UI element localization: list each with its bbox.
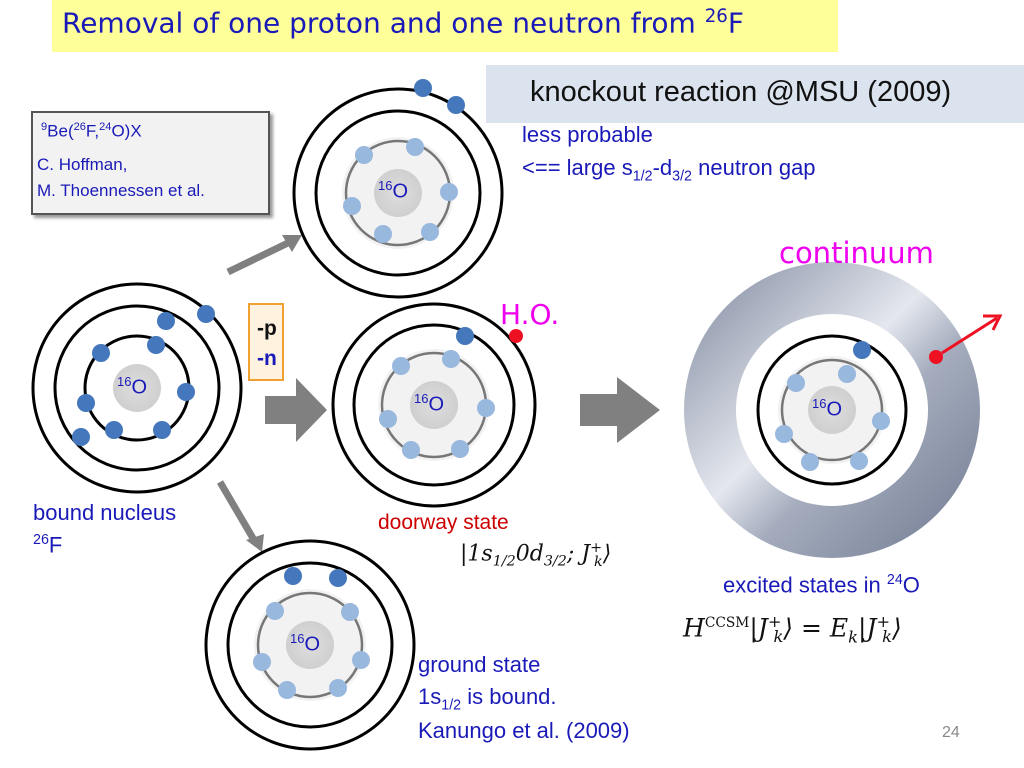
nucleon [153,421,171,439]
nucleon [147,336,165,354]
nucleon [253,653,271,671]
nucleon [379,410,397,428]
nucleon [77,394,95,412]
nucleon [374,225,392,243]
less-probable-label: less probable [522,122,653,147]
ground-state-label: ground state [418,652,541,677]
nucleon [853,341,871,359]
core-label-top: 16O [378,178,409,203]
nucleon [157,312,175,330]
reference-author-1: C. Hoffman, [37,155,128,174]
nucleon [329,569,347,587]
core-label-f26: 16O [117,374,148,399]
nucleon [850,452,868,470]
nucleon [451,440,469,458]
reaction-notation: 9Be(26F,24O)X [41,121,142,141]
nucleon [442,350,460,368]
nucleon [406,138,424,156]
doorway-state-label: doorway state [378,511,509,534]
nucleon [343,197,361,215]
nucleon [329,679,347,697]
nucleon [72,428,90,446]
reference-author-2: M. Thoennessen et al. [37,181,205,200]
proton-removal: -p [257,317,277,340]
nucleon [801,453,819,471]
excited-states-label: excited states in 24O [723,572,920,598]
ho-label: H.O. [500,298,560,331]
nucleon [266,602,284,620]
slide-title: Removal of one proton and one neutron fr… [62,6,744,40]
core-label-doorway: 16O [414,391,445,416]
continuum-label: continuum [779,236,934,270]
doorway-ket: |1s1/20d3/2; J+k⟩ [460,540,612,570]
nucleon [278,681,296,699]
removal-box: -p -n [248,303,284,381]
nucleon [447,96,465,114]
nucleon [440,183,458,201]
slide-subtitle: knockout reaction @MSU (2009) [530,76,952,108]
nucleon [197,305,215,323]
neutron-removal: -n [257,347,277,370]
nucleon [872,412,890,430]
nucleon [402,441,420,459]
block-arrow-right-2 [580,377,660,443]
block-arrow-right-1 [265,378,327,442]
nucleon [421,223,439,241]
arrow-up-right [226,235,302,276]
bound-nucleus-label: bound nucleus [33,500,177,525]
nucleon [177,383,195,401]
nucleon [477,399,495,417]
emission-arrow [941,314,1003,355]
nucleon [838,365,856,383]
nucleus-ground [204,539,416,751]
nucleon [92,344,110,362]
nucleon [355,146,373,164]
arrow-down-right [216,480,264,552]
nucleus-top [292,87,504,299]
outer-nucleons [72,79,871,587]
title-banner [52,0,838,52]
nucleon [105,421,123,439]
nucleon [456,327,474,345]
s12-bound-label: 1s1/2 is bound. [418,684,557,714]
f26-label: 26F [33,532,63,558]
nucleon [341,603,359,621]
subtitle-banner [486,65,1024,123]
continuum-red-dot [929,350,943,364]
neutron-gap-label: <== large s1/2-d3/2 neutron gap [522,155,816,185]
page-number: 24 [942,724,960,741]
nucleon [775,425,793,443]
kanungo-label: Kanungo et al. (2009) [418,718,630,743]
inner-nucleons [253,138,890,699]
nucleon [284,567,302,585]
nucleon [352,651,370,669]
nucleon [392,357,410,375]
core-label-continuum: 16O [812,396,843,421]
hamiltonian-equation: HCCSM|J+k⟩ = Ek|J+k⟩ [683,612,902,647]
nucleon [414,79,432,97]
reference-box: 9Be(26F,24O)X C. Hoffman, M. Thoennessen… [31,111,270,215]
ho-red-dot [509,329,523,343]
nucleon [787,374,805,392]
core-label-ground: 16O [290,631,321,656]
